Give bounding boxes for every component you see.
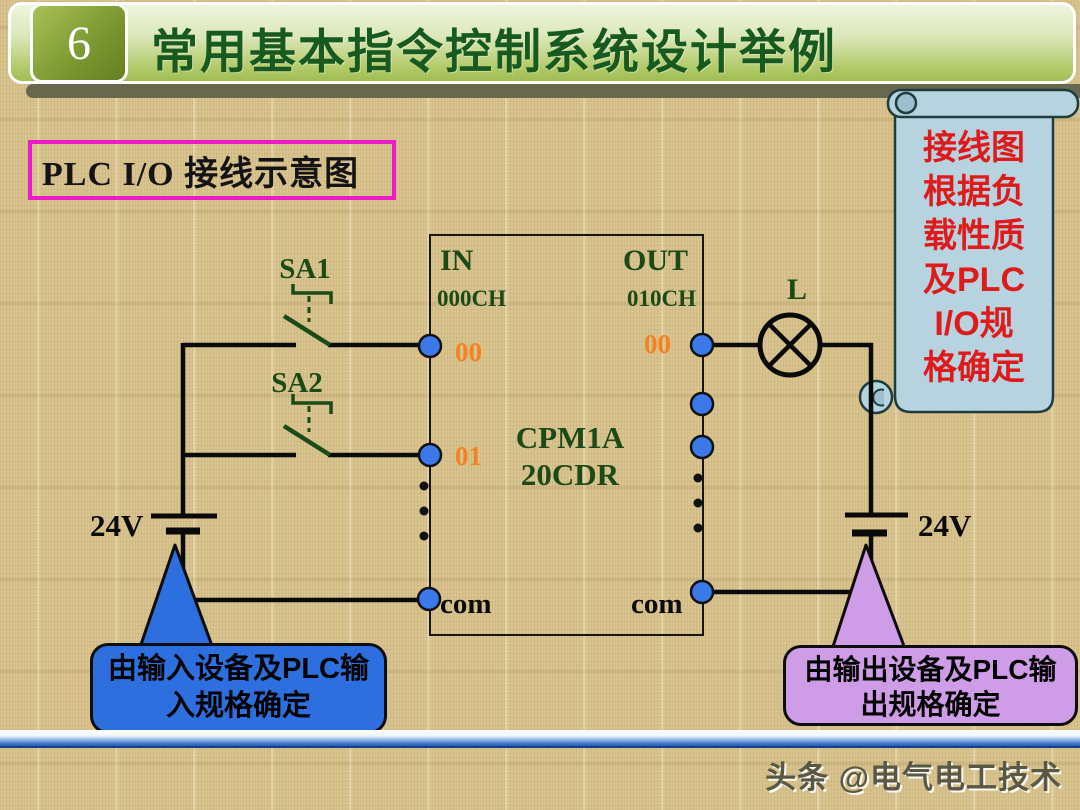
watermark: 头条 @电气电工技术 (765, 760, 1062, 795)
plc-terminals (416, 332, 715, 612)
terminal-com-right (689, 579, 715, 605)
terminal-com-left (416, 586, 442, 612)
plc-in-channel: 000CH (437, 286, 506, 311)
switch-sa1 (282, 284, 333, 347)
scroll-line: 接线图 (923, 129, 1025, 167)
terminal-out-00 (689, 332, 715, 358)
diagram-title: PLC I/O 接线示意图 (42, 155, 360, 193)
label-sa2: SA2 (271, 367, 323, 399)
input-callout-line2: 入规格确定 (165, 690, 311, 722)
terminal-out-spare1 (689, 391, 715, 417)
plc-box (429, 234, 704, 636)
label-24v-right: 24V (918, 508, 972, 543)
scroll-line: 载性质 (923, 217, 1025, 255)
plc-out-channel: 010CH (627, 286, 696, 311)
label-in-00: 00 (455, 337, 482, 367)
output-callout-line1: 由输出设备及PLC输 (804, 654, 1057, 685)
scroll-bottom-curl (858, 379, 894, 415)
output-wires (702, 342, 874, 595)
label-com-left: com (440, 588, 492, 620)
plc-in-header: IN (440, 244, 474, 277)
output-callout-line2: 出规格确定 (860, 689, 1001, 720)
plc-out-header: OUT (623, 244, 688, 277)
scroll-bottom-curl-spiral (872, 388, 885, 407)
label-com-right: com (631, 588, 683, 620)
footer-stripe (0, 730, 1080, 748)
page-title: 常用基本指令控制系统设计举例 (151, 25, 837, 78)
terminal-ellipsis-dots (419, 473, 703, 541)
scroll-line: I/O规 (934, 305, 1014, 343)
scroll-line: 及PLC (923, 261, 1025, 299)
label-24v-left: 24V (90, 508, 144, 543)
diagram-title-box: PLC I/O 接线示意图 (28, 140, 396, 200)
battery-right (845, 512, 908, 537)
plc-model-line2: 20CDR (521, 457, 620, 492)
terminal-in-00 (417, 333, 443, 359)
input-callout-line1: 由输入设备及PLC输 (107, 653, 369, 685)
input-callout: 由输入设备及PLC输 入规格确定 (90, 643, 387, 734)
slide-number: 6 (67, 16, 91, 70)
input-wires (180, 342, 430, 603)
plc-model-line1: CPM1A (516, 420, 625, 455)
lamp-symbol (757, 312, 823, 378)
scroll-note-text: 接线图 根据负 载性质 及PLC I/O规 格确定 (895, 126, 1053, 390)
label-in-01: 01 (455, 441, 482, 471)
scroll-line: 根据负 (923, 173, 1025, 211)
battery-left (151, 513, 217, 535)
title-bar-shadow (26, 84, 1080, 98)
switch-sa2 (282, 394, 333, 457)
label-sa1: SA1 (279, 253, 331, 285)
scroll-line: 格确定 (923, 349, 1025, 387)
label-lamp: L (787, 273, 807, 306)
title-bar: 6 常用基本指令控制系统设计举例 (8, 2, 1076, 84)
slide-number-badge: 6 (30, 3, 128, 83)
terminal-in-01 (417, 442, 443, 468)
terminal-out-spare2 (689, 434, 715, 460)
label-out-00: 00 (644, 329, 671, 359)
output-callout: 由输出设备及PLC输 出规格确定 (783, 645, 1078, 726)
